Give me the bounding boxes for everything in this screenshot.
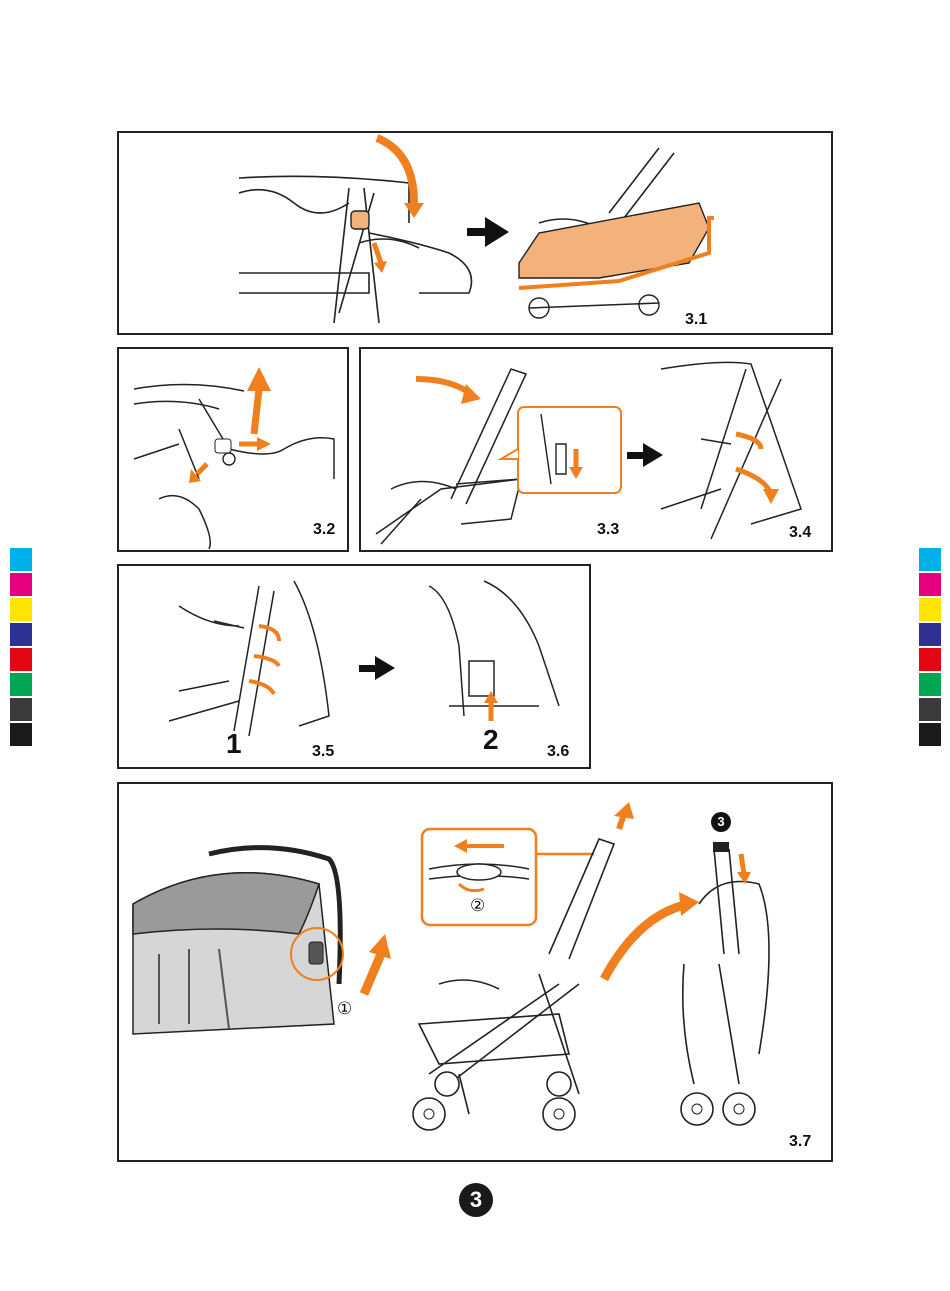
strap-buckle	[351, 211, 369, 229]
swatch-magenta	[10, 573, 32, 596]
swatch-red	[10, 648, 32, 671]
swatch-yellow	[919, 598, 941, 621]
detail-callout	[518, 407, 621, 493]
swatch-magenta	[919, 573, 941, 596]
step-label: 3.3	[597, 521, 619, 539]
swatch-gray	[919, 698, 941, 721]
marker-1: ①	[337, 999, 352, 1019]
color-bar-left	[10, 548, 32, 748]
illustration-fold-backrest	[361, 349, 831, 550]
seat-fabric	[519, 203, 709, 278]
panel-3-5-3-6: 1 3.5 2 3.6	[117, 564, 591, 769]
illustration-lock-frame	[119, 566, 589, 767]
page-number: 3	[459, 1183, 493, 1217]
wheel	[681, 1093, 713, 1125]
arrow-up-orange	[247, 367, 271, 391]
step-label: 3.1	[685, 311, 707, 329]
wheel	[723, 1093, 755, 1125]
panel-3-1: 3.1	[117, 131, 833, 335]
swatch-black	[10, 723, 32, 746]
swatch-blue	[10, 623, 32, 646]
step-label: 3.5	[312, 743, 334, 761]
swatch-green	[10, 673, 32, 696]
swatch-black	[919, 723, 941, 746]
panel-3-2: 3.2	[117, 347, 349, 552]
marker-2: ②	[470, 896, 485, 916]
arrow-curved-orange	[679, 892, 699, 916]
arrow-up-orange	[484, 691, 498, 703]
swatch-cyan	[10, 548, 32, 571]
arrow-up-orange	[369, 934, 391, 959]
arrow-right-black	[467, 217, 509, 247]
step-number: 2	[483, 724, 499, 756]
step-label: 3.2	[313, 521, 335, 539]
swatch-gray	[10, 698, 32, 721]
swatch-red	[919, 648, 941, 671]
step-number: 1	[226, 728, 242, 760]
color-bar-right	[919, 548, 941, 748]
panel-3-3-3-4: 3.3 3.4	[359, 347, 833, 552]
illustration-fold-canopy	[119, 133, 831, 333]
illustration-fold-stroller	[119, 784, 831, 1160]
step-label: 3.6	[547, 743, 569, 761]
swatch-green	[919, 673, 941, 696]
swatch-blue	[919, 623, 941, 646]
arrow-right-black	[627, 443, 663, 467]
panel-3-7: ① ② 3 3.7	[117, 782, 833, 1162]
step-label: 3.7	[789, 1133, 811, 1151]
step-label: 3.4	[789, 524, 811, 542]
wheel	[413, 1098, 445, 1130]
arrow-right-black	[359, 656, 395, 680]
illustration-release-strap	[119, 349, 347, 550]
wheel	[543, 1098, 575, 1130]
marker-3: 3	[711, 812, 731, 832]
swatch-yellow	[10, 598, 32, 621]
swatch-cyan	[919, 548, 941, 571]
